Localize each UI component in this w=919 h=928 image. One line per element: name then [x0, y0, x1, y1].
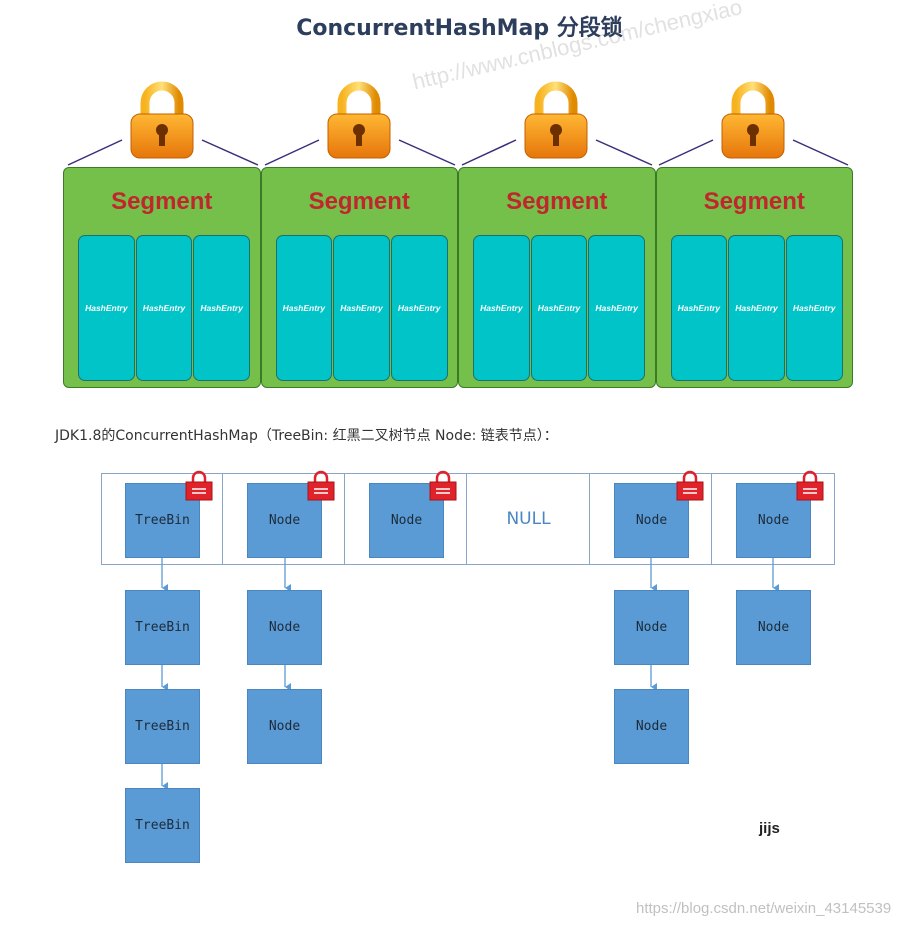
hash-entry: HashEntry: [670, 235, 728, 381]
watermark-bottom: https://blog.csdn.net/weixin_43145539: [636, 900, 892, 917]
hash-entry-group: HashEntry HashEntry HashEntry: [670, 235, 843, 381]
bucket-divider: [222, 474, 223, 564]
segment-label: Segment: [111, 188, 213, 215]
padlock-icon: [718, 78, 788, 160]
segment: Segment HashEntry HashEntry HashEntry: [63, 167, 261, 388]
chain-node-treebin: TreeBin: [125, 689, 200, 764]
segment: Segment HashEntry HashEntry HashEntry: [260, 167, 458, 388]
hash-entry-group: HashEntry HashEntry HashEntry: [78, 235, 251, 381]
chain-node-treebin: TreeBin: [125, 788, 200, 863]
hash-entry: HashEntry: [135, 235, 193, 381]
bucket-divider: [589, 474, 590, 564]
chain-node: Node: [736, 590, 811, 665]
signature-text: jijs: [759, 820, 780, 837]
hash-entry: HashEntry: [728, 235, 785, 381]
segment: Segment HashEntry HashEntry HashEntry: [655, 167, 853, 388]
hash-entry: HashEntry: [390, 235, 448, 381]
diagram-title: ConcurrentHashMap 分段锁: [296, 16, 623, 41]
bucket-divider: [466, 474, 467, 564]
chain-node: Node: [247, 590, 322, 665]
red-lock-icon: [307, 469, 335, 501]
head-node: Node: [614, 483, 689, 558]
red-lock-icon: [185, 469, 213, 501]
chain-node-treebin: TreeBin: [125, 590, 200, 665]
segment-label: Segment: [308, 188, 410, 215]
red-lock-icon: [676, 469, 704, 501]
bucket-divider: [711, 474, 712, 564]
hash-entry: HashEntry: [473, 235, 530, 381]
segment-label: Segment: [506, 188, 608, 215]
hash-entry: HashEntry: [530, 235, 588, 381]
hash-entry: HashEntry: [78, 235, 135, 381]
chain-node: Node: [247, 689, 322, 764]
red-lock-icon: [796, 469, 824, 501]
padlock-icon: [521, 78, 591, 160]
hash-entry: HashEntry: [785, 235, 843, 381]
lock-connectors: [67, 139, 849, 166]
padlock-icon: [324, 78, 394, 160]
hash-entry-group: HashEntry HashEntry HashEntry: [473, 235, 646, 381]
red-lock-icon: [429, 469, 457, 501]
hash-entry: HashEntry: [275, 235, 333, 381]
hash-entry-group: HashEntry HashEntry HashEntry: [275, 235, 448, 381]
segment: Segment HashEntry HashEntry HashEntry: [458, 167, 656, 388]
padlock-icon: [127, 78, 197, 160]
segment-label: Segment: [703, 188, 805, 215]
head-node: Node: [247, 483, 322, 558]
null-bucket-label: NULL: [506, 509, 551, 529]
hash-entry: HashEntry: [193, 235, 251, 381]
hash-entry: HashEntry: [588, 235, 646, 381]
bucket-table: [101, 473, 835, 565]
segment-array: Segment HashEntry HashEntry HashEntry Se…: [63, 167, 853, 388]
chain-node: Node: [614, 590, 689, 665]
jdk18-caption: JDK1.8的ConcurrentHashMap（TreeBin: 红黑二叉树节…: [55, 428, 558, 444]
hash-entry: HashEntry: [333, 235, 390, 381]
bucket-divider: [344, 474, 345, 564]
chain-node: Node: [614, 689, 689, 764]
